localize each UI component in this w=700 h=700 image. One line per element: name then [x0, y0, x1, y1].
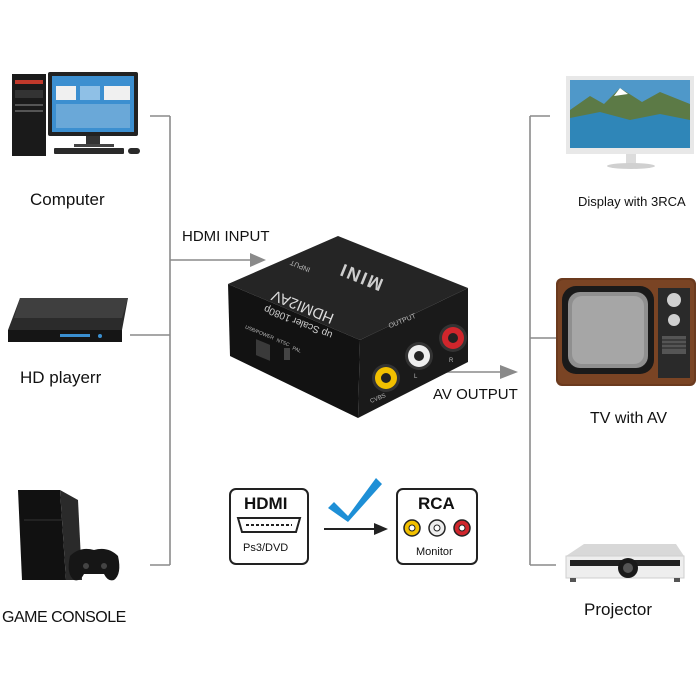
checkmark-icon [328, 478, 382, 522]
hdmi-input-label: HDMI INPUT [182, 228, 270, 245]
projector-icon [565, 544, 685, 582]
av-output-arrowhead [500, 365, 518, 379]
bluray-player-icon [8, 298, 128, 342]
source-label-hd-player: HD playerr [20, 368, 102, 387]
rca-legend-title: RCA [418, 494, 455, 513]
rca-legend-subtitle: Monitor [416, 546, 453, 558]
device-right-label: R [449, 358, 454, 364]
av-output-label: AV OUTPUT [433, 386, 518, 403]
monitor-icon [566, 76, 694, 169]
game-console-icon [18, 490, 120, 581]
device-left-label: L [414, 374, 418, 380]
rca-legend-box [396, 488, 478, 565]
output-label-tv: TV with AV [590, 410, 668, 427]
crt-tv-icon [556, 278, 696, 386]
hdmi-legend-box [229, 488, 309, 565]
desktop-computer-icon [12, 72, 140, 156]
legend-arrowhead [374, 523, 388, 535]
hdmi-legend-subtitle: Ps3/DVD [243, 542, 289, 554]
source-label-game-console: GAME CONSOLE [2, 609, 126, 626]
output-label-projector: Projector [584, 600, 653, 619]
input-connector-lines [130, 115, 250, 566]
converter-device [228, 236, 468, 418]
output-label-display: Display with 3RCA [578, 194, 686, 209]
hdmi-input-arrowhead [250, 253, 266, 267]
hdmi-legend-title: HDMI [244, 494, 288, 513]
source-label-computer: Computer [30, 190, 105, 209]
